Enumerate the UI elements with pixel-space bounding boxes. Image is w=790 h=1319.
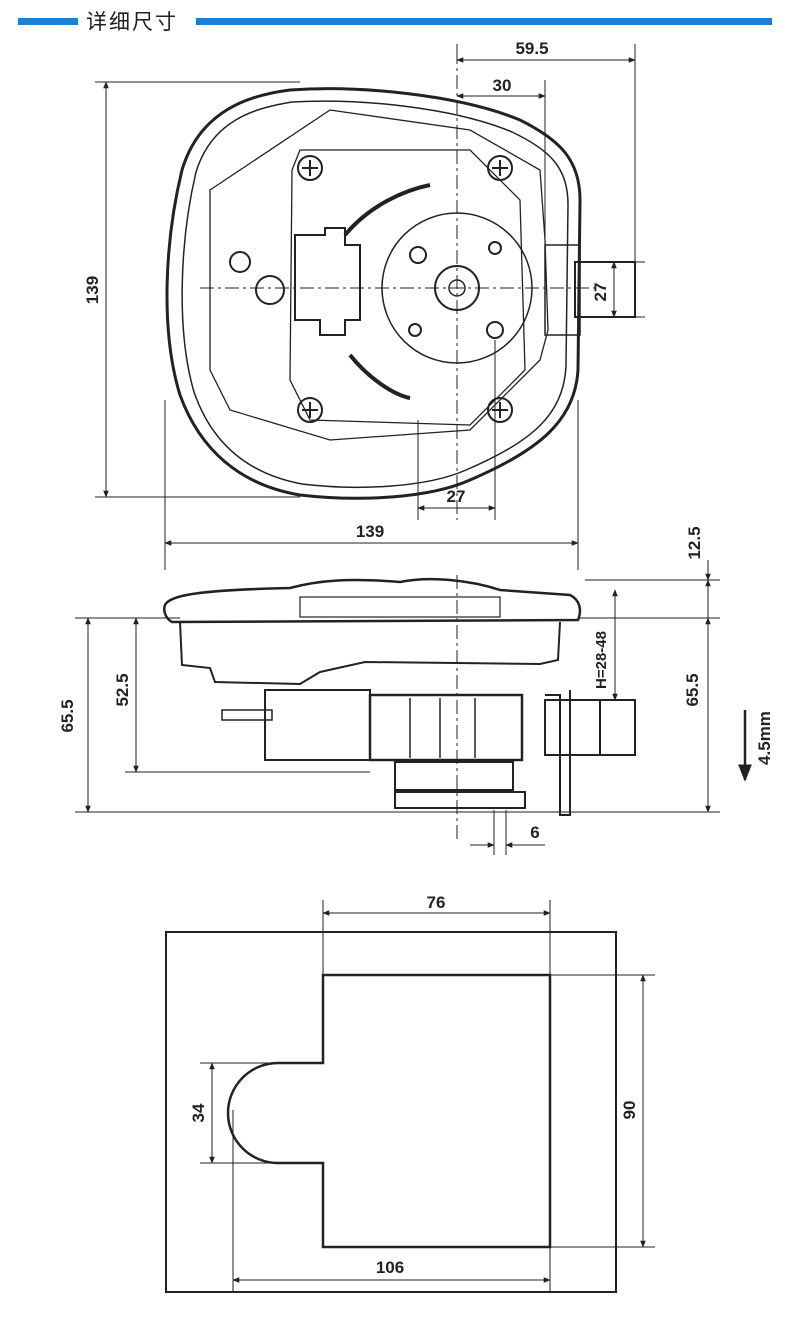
dim-width-total: 59.5 [515,39,548,58]
dim-pin: 6 [530,823,539,842]
side-view [163,575,636,840]
dim-width-partial: 30 [493,76,512,95]
top-view [165,50,636,520]
section-title: 详细尺寸 [86,10,178,34]
side-view-dimensions [75,560,752,855]
header-accent-left [18,18,78,25]
dim-flange: 12.5 [685,526,704,559]
dim-bottom-offset: 27 [447,487,466,506]
dim-step: 4.5mm [755,711,774,765]
top-view-dimensions [95,44,645,570]
dim-base-width: 139 [356,522,384,541]
dim-cutout-bottom: 106 [376,1258,404,1277]
dim-body: 52.5 [113,673,132,706]
header-accent-right [196,18,772,25]
dim-cutout-right: 90 [620,1101,639,1120]
dim-latch: 27 [591,283,610,302]
dim-height: 139 [83,276,102,304]
cutout-view-dimensions [200,900,655,1292]
dim-cutout-top: 76 [427,893,446,912]
dim-height-left: 65.5 [58,699,77,732]
dim-height-right: 65.5 [683,673,702,706]
dim-grip-range: H=28-48 [593,631,610,689]
section-header: 详细尺寸 [0,0,790,44]
dim-cutout-notch: 34 [189,1103,208,1122]
